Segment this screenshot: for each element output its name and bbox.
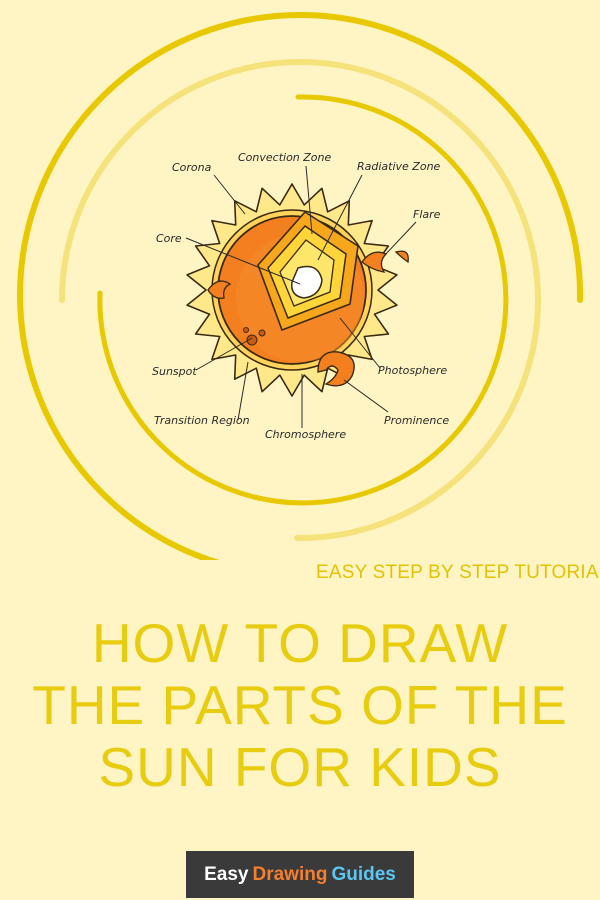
flares: [207, 250, 409, 299]
page-title: HOW TO DRAW THE PARTS OF THE SUN FOR KID…: [0, 612, 600, 798]
tutorial-subtitle: EASY STEP BY STEP TUTORIAL: [316, 562, 600, 583]
logo-word-guides: Guides: [331, 863, 396, 885]
core-shape: [291, 265, 323, 299]
sun-diagram-illustration: Corona Convection Zone Radiative Zone Fl…: [17, 12, 584, 560]
label-convection-zone: Convection Zone: [238, 151, 332, 164]
title-line-1: HOW TO DRAW: [91, 612, 509, 674]
prominence-loop: [317, 351, 355, 387]
label-radiative-zone: Radiative Zone: [357, 160, 441, 173]
logo-word-easy: Easy: [204, 863, 249, 885]
label-photosphere: Photosphere: [378, 364, 447, 377]
sunspots: [243, 327, 266, 346]
easy-drawing-guides-logo[interactable]: Easy Drawing Guides: [186, 851, 414, 898]
decorative-rings: [17, 12, 584, 560]
label-chromosphere: Chromosphere: [265, 428, 346, 441]
label-flare: Flare: [413, 208, 441, 221]
outer-ring-arc: [17, 12, 584, 560]
label-transition-region: Transition Region: [154, 414, 250, 427]
inner-ring-arc: [97, 94, 509, 506]
label-prominence: Prominence: [384, 414, 449, 427]
label-sunspot: Sunspot: [152, 365, 197, 378]
light-ring-arc: [59, 59, 541, 542]
title-line-3: SUN FOR KIDS: [98, 736, 502, 798]
logo-word-drawing: Drawing: [252, 863, 328, 885]
label-core: Core: [156, 232, 182, 245]
label-corona: Corona: [172, 161, 212, 174]
title-line-2: THE PARTS OF THE: [32, 674, 568, 736]
leader-lines: [185, 165, 417, 428]
